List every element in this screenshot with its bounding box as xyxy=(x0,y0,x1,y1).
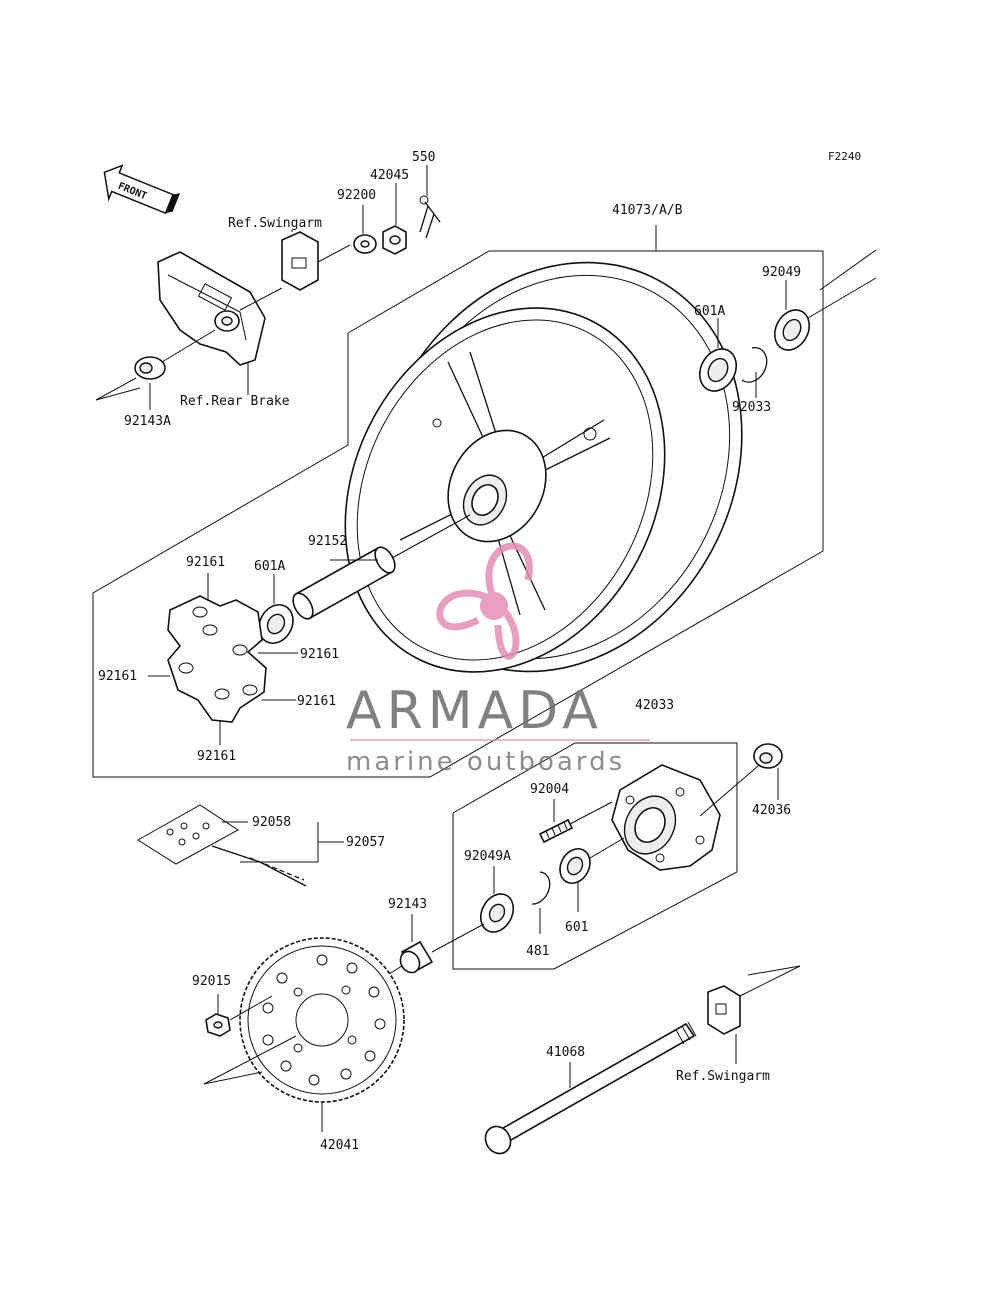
label-601a-right: 601A xyxy=(694,304,725,319)
damper-rubbers-92161 xyxy=(167,595,267,723)
watermark-logo: ARMADA marine outboards xyxy=(346,542,650,777)
axle-41068 xyxy=(484,1021,697,1155)
label-92143a: 92143A xyxy=(124,414,171,429)
nut-42045 xyxy=(382,225,407,255)
label-ref-rear-brake: Ref.Rear Brake xyxy=(180,394,290,409)
swingarm-slider-block xyxy=(281,231,319,291)
label-92143: 92143 xyxy=(388,897,427,912)
collar-92143 xyxy=(399,940,434,974)
circlip-481 xyxy=(531,871,551,905)
sprocket-42041 xyxy=(239,937,405,1103)
label-92161-bottom: 92161 xyxy=(197,749,236,764)
spacer-92152 xyxy=(292,546,396,620)
label-92200: 92200 xyxy=(337,188,376,203)
label-42045: 42045 xyxy=(370,168,409,183)
caliper-bracket xyxy=(157,251,266,366)
label-42033: 42033 xyxy=(635,698,674,713)
label-92049a: 92049A xyxy=(464,849,511,864)
label-ref-swingarm-bottom: Ref.Swingarm xyxy=(676,1069,770,1084)
label-42041: 42041 xyxy=(320,1138,359,1153)
bearing-601a-left xyxy=(258,604,294,644)
collar-42036 xyxy=(753,743,783,769)
label-ref-swingarm-top: Ref.Swingarm xyxy=(228,216,322,231)
watermark-title: ARMADA xyxy=(346,681,603,741)
label-42036: 42036 xyxy=(752,803,791,818)
circlip-92033 xyxy=(741,347,768,383)
label-92161-left: 92161 xyxy=(98,669,137,684)
propeller-logo-icon xyxy=(436,542,533,660)
label-41068: 41068 xyxy=(546,1045,585,1060)
label-481: 481 xyxy=(526,944,549,959)
collar-92143a xyxy=(134,356,166,380)
label-92015: 92015 xyxy=(192,974,231,989)
swingarm-block-bottom xyxy=(707,985,741,1035)
stud-92004 xyxy=(538,818,574,844)
label-92057: 92057 xyxy=(346,835,385,850)
wheel-group-outline xyxy=(92,250,824,778)
label-41073: 41073/A/B xyxy=(612,203,683,218)
watermark-subtitle: marine outboards xyxy=(346,747,625,777)
rear-wheel xyxy=(344,261,743,673)
washer-92200 xyxy=(353,234,377,254)
label-92049: 92049 xyxy=(762,265,801,280)
label-92161-right-lower: 92161 xyxy=(297,694,336,709)
seal-92049 xyxy=(773,309,811,351)
label-601: 601 xyxy=(565,920,588,935)
label-92152: 92152 xyxy=(308,534,347,549)
sprocket-hub-42033 xyxy=(611,764,721,871)
bearing-601 xyxy=(559,848,591,884)
label-92161-right-upper: 92161 xyxy=(300,647,339,662)
figure-code: F2240 xyxy=(828,150,861,163)
label-92058: 92058 xyxy=(252,815,291,830)
nut-92015 xyxy=(205,1013,231,1037)
seal-92049a xyxy=(479,893,515,933)
label-92161-top: 92161 xyxy=(186,555,225,570)
label-92004: 92004 xyxy=(530,782,569,797)
label-601a-left: 601A xyxy=(254,559,285,574)
label-92033: 92033 xyxy=(732,400,771,415)
cotter-pin-550 xyxy=(419,195,441,239)
front-arrow-icon: FRONT xyxy=(103,164,181,215)
bearing-601a-right xyxy=(698,348,738,392)
label-550: 550 xyxy=(412,150,435,165)
hub-group-outline xyxy=(452,742,738,970)
